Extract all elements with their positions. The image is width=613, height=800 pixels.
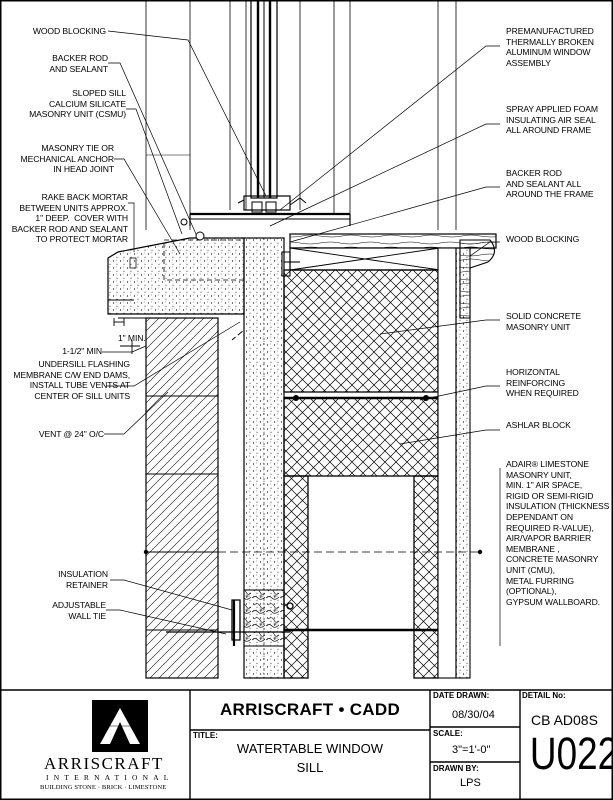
label-horizontal-reinforcing: HORIZONTAL REINFORCING WHEN REQUIRED [506,367,579,399]
label-solid-concrete: SOLID CONCRETE MASONRY UNIT [506,311,581,332]
label-backer-rod-all-around: BACKER ROD AND SEALANT ALL AROUND THE FR… [506,168,594,200]
brand-heading: ARRISCRAFT • CADD [219,700,401,719]
title-label: TITLE: [193,731,218,740]
detail-code: CB AD08S [531,712,598,728]
detail-number: U022 [529,728,613,779]
leader-lines-left [102,30,267,635]
label-sloped-sill: SLOPED SILL CALCIUM SILICATE MASONRY UNI… [29,88,126,120]
label-vent: VENT @ 24" O/C [38,429,104,439]
drawn-label: DRAWN BY: [433,764,479,773]
label-insulation-retainer: INSULATION RETAINER [58,569,108,590]
label-undersill-flashing: UNDERSILL FLASHING MEMBRANE C/W END DAMS… [13,359,130,401]
logo-tagline: BUILDING STONE · BRICK · LIMESTONE [40,784,167,791]
label-spray-foam: SPRAY APPLIED FOAM INSULATING AIR SEAL A… [506,104,598,136]
label-premanufactured-window: PREMANUFACTURED THERMALLY BROKEN ALUMINU… [506,26,594,68]
drawn-value: LPS [460,777,481,789]
title-line2: SILL [296,760,324,775]
label-adjustable-wall-tie: ADJUSTABLE WALL TIE [52,600,106,621]
title-block-frame [0,689,613,800]
label-wood-blocking-top: WOOD BLOCKING [32,26,106,36]
label-one-half-min: 1-1/2" MIN [62,346,102,356]
wall-tie [166,599,294,646]
scale-label: SCALE: [433,729,463,738]
undersill-flashing [118,313,245,341]
arriscraft-logo-icon [92,700,148,752]
date-value: 08/30/04 [452,709,495,721]
scale-value: 3"=1'-0" [452,744,491,756]
label-one-inch-min: 1" MIN. [118,333,146,343]
detail-label: DETAIL No: [522,691,566,700]
leader-lines-right [269,45,501,646]
sloped-sill-unit [107,218,245,315]
label-backer-rod-sealant: BACKER ROD AND SEALANT [49,53,108,74]
label-rake-back-mortar: RAKE BACK MORTAR BETWEEN UNITS APPROX. 1… [11,192,128,245]
interior-finishes [143,247,483,679]
date-label: DATE DRAWN: [433,691,490,700]
brick-veneer [118,317,219,679]
logo-sub: INTERNATIONAL [46,773,174,782]
concrete-masonry [283,269,439,679]
title-line1: WATERTABLE WINDOW [236,741,384,756]
label-adair-assembly: ADAIR® LIMESTONE MASONRY UNIT, MIN. 1" A… [506,459,610,607]
label-ashlar-block: ASHLAR BLOCK [506,420,571,430]
upper-wall-lines [145,0,457,230]
label-wood-blocking-right: WOOD BLOCKING [506,234,580,244]
logo-name: ARRISCRAFT [44,754,164,773]
insulation-layer [243,237,285,679]
label-masonry-tie: MASONRY TIE OR MECHANICAL ANCHOR IN HEAD… [20,143,115,175]
window-frame [189,0,351,226]
masonry-anchor [281,251,300,277]
